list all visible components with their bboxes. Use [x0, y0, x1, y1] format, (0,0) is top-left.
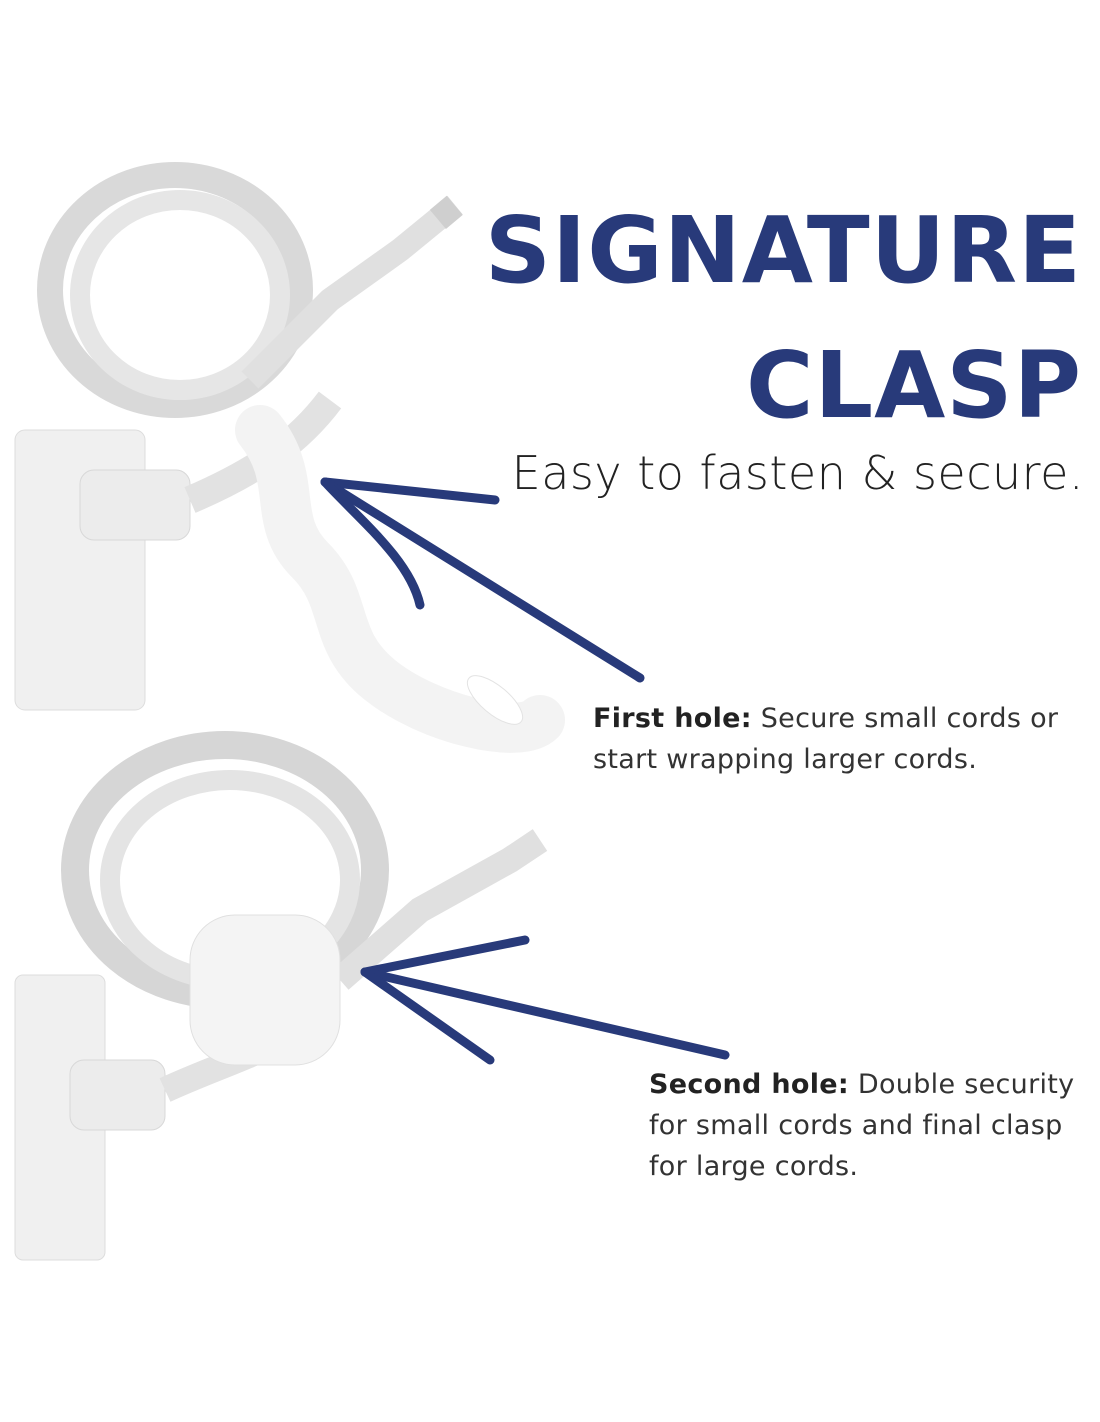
clasp-strap — [235, 405, 565, 753]
bottom-cable-illustration — [14, 731, 548, 1261]
subtitle: Easy to fasten & secure. — [511, 446, 1084, 500]
top-cable-illustration — [14, 162, 565, 753]
clasp-wrapped — [189, 914, 341, 1066]
callout-text: Double security for small cords and fina… — [649, 1069, 1075, 1182]
top-arrow-icon — [320, 477, 645, 683]
bottom-arrow-icon — [360, 935, 730, 1065]
callout-first-hole: First hole: Secure small cords or start … — [593, 698, 1073, 780]
callout-label: Second hole: — [649, 1069, 849, 1100]
callout-second-hole: Second hole: Double security for small c… — [649, 1064, 1079, 1187]
title-line-2: CLASP — [745, 332, 1082, 439]
callout-text: Secure small cords or start wrapping lar… — [593, 703, 1059, 775]
title-line-1: SIGNATURE — [484, 197, 1082, 304]
callout-label: First hole: — [593, 703, 752, 734]
